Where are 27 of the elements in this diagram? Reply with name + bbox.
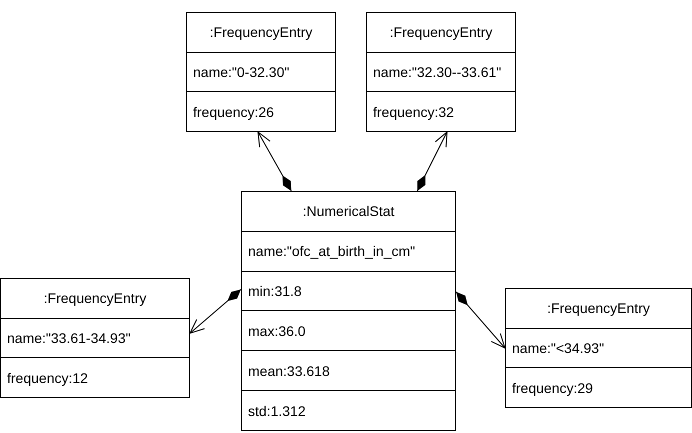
- object-name: :FrequencyEntry: [390, 24, 492, 40]
- attribute-text: name:"32.30--33.61": [373, 64, 502, 80]
- object-box: [186, 12, 336, 132]
- attribute-text: mean:33.618: [248, 362, 330, 379]
- object-name: :FrequencyEntry: [210, 24, 312, 40]
- attribute-text: max:36.0: [248, 322, 306, 339]
- attribute-text: name:"33.61-34.93": [7, 330, 131, 346]
- object-box: [0, 278, 190, 398]
- attribute-text: min:31.8: [248, 283, 302, 300]
- object-name: :NumericalStat: [302, 203, 394, 220]
- attribute-text: name:"ofc_at_birth_in_cm": [248, 243, 416, 260]
- composition-arrow: [456, 291, 506, 348]
- attribute-text: frequency:29: [512, 380, 593, 396]
- attribute-text: frequency:26: [193, 104, 274, 120]
- object-name: :FrequencyEntry: [547, 300, 650, 316]
- composition-arrow: [258, 132, 292, 192]
- object-box: [241, 191, 456, 431]
- attribute-text: frequency:32: [373, 104, 454, 120]
- attribute-text: frequency:12: [7, 370, 88, 386]
- object-box: [366, 12, 516, 132]
- attribute-text: std:1.312: [248, 402, 306, 419]
- attribute-text: name:"<34.93": [512, 340, 604, 356]
- object-box: [505, 288, 692, 408]
- composition-arrow: [190, 288, 242, 334]
- attribute-text: name:"0-32.30": [193, 64, 290, 80]
- composition-arrow: [416, 132, 448, 192]
- object-name: :FrequencyEntry: [44, 290, 146, 306]
